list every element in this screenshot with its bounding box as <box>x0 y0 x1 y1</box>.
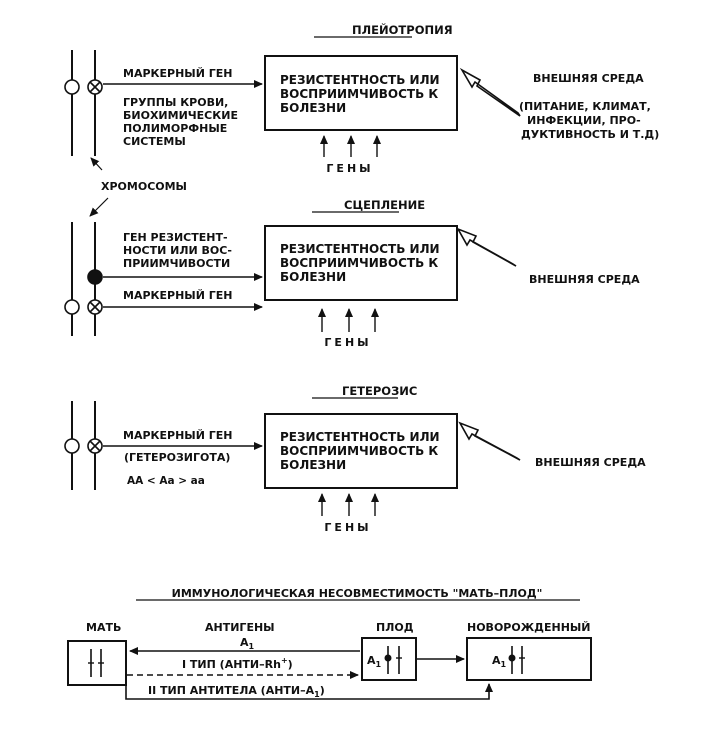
env-detail-2: ИНФЕКЦИИ, ПРО- <box>527 114 641 127</box>
environment-arrow-2 <box>456 227 517 267</box>
genes-label-2: ГЕНЫ <box>324 336 371 349</box>
heterosis-marker-label: МАРКЕРНЫЙ ГЕН <box>123 429 232 442</box>
immuno-title: ИММУНОЛОГИЧЕСКАЯ НЕСОВМЕСТИМОСТЬ "МАТЬ–П… <box>172 587 543 600</box>
box-text-line-3: БОЛЕЗНИ <box>280 101 346 115</box>
box-text-line-1: РЕЗИСТЕНТНОСТЬ ИЛИ <box>280 430 440 444</box>
section-linkage: СЦЕПЛЕНИЕ ГЕН РЕЗИСТЕНТ- НОСТИ ИЛИ ВОС- … <box>64 198 640 349</box>
section-immunological: ИММУНОЛОГИЧЕСКАЯ НЕСОВМЕСТИМОСТЬ "МАТЬ–П… <box>67 587 592 700</box>
newborn-box <box>466 637 592 681</box>
resistance-gene-label-1: ГЕН РЕЗИСТЕНТ- <box>123 231 228 244</box>
allele-circle-open <box>64 438 80 454</box>
box-text-line-2: ВОСПРИИМЧИВОСТЬ К <box>280 444 438 458</box>
marker-example-4: СИСТЕМЫ <box>123 135 186 148</box>
box-text-line-3: БОЛЕЗНИ <box>280 270 346 284</box>
environment-arrow-1 <box>459 67 521 117</box>
resistance-locus-icon <box>87 269 103 285</box>
heterozygote-label: (ГЕТЕРОЗИГОТА) <box>124 451 230 464</box>
box-text-line-2: ВОСПРИИМЧИВОСТЬ К <box>280 256 438 270</box>
pleiotropy-title: ПЛЕЙОТРОПИЯ <box>352 22 453 37</box>
fetus-a1-label: A1 <box>367 654 382 669</box>
newborn-label: НОВОРОЖДЕННЫЙ <box>467 621 591 634</box>
chromosomes-label: ХРОМОСОМЫ <box>101 180 187 193</box>
newborn-chromosomes-icon <box>508 646 525 674</box>
linkage-title: СЦЕПЛЕНИЕ <box>344 198 425 212</box>
box-text-line-1: РЕЗИСТЕНТНОСТЬ ИЛИ <box>280 242 440 256</box>
fetus-label: ПЛОД <box>376 621 414 634</box>
heterosis-formula: AA < Aa > aa <box>127 475 205 487</box>
linkage-disease-box <box>264 225 458 301</box>
resistance-gene-label-3: ПРИИМЧИВОСТИ <box>123 257 230 270</box>
box-text-line-1: РЕЗИСТЕНТНОСТЬ ИЛИ <box>280 73 440 87</box>
genes-label-1: ГЕНЫ <box>326 162 373 175</box>
marker-example-1: ГРУППЫ КРОВИ, <box>123 96 228 109</box>
antigens-label: АНТИГЕНЫ <box>205 621 275 634</box>
heterosis-environment-label: ВНЕШНЯЯ СРЕДА <box>535 456 646 469</box>
allele-circle-open <box>64 299 80 315</box>
genes-arrows-1 <box>320 135 381 157</box>
resistance-gene-label-2: НОСТИ ИЛИ ВОС- <box>123 244 232 257</box>
linkage-marker-label: МАРКЕРНЫЙ ГЕН <box>123 289 232 302</box>
mother-label: МАТЬ <box>86 621 121 634</box>
box-text-line-3: БОЛЕЗНИ <box>280 458 346 472</box>
chromosome-pair-1 <box>64 50 103 156</box>
fetus-chromosomes-icon <box>384 646 402 674</box>
pleiotropy-disease-box <box>264 55 458 131</box>
marker-example-3: ПОЛИМОРФНЫЕ <box>123 122 227 135</box>
heterosis-title: ГЕТЕРОЗИС <box>342 384 417 398</box>
section-heterosis: ГЕТЕРОЗИС МАРКЕРНЫЙ ГЕН (ГЕТЕРОЗИГОТА) A… <box>64 384 646 534</box>
chromosomes-annotation: ХРОМОСОМЫ <box>89 157 187 217</box>
antigen-a1-label: A1 <box>240 636 255 651</box>
type2-label: II ТИП АНТИТЕЛА (АНТИ–A1) <box>148 684 325 699</box>
mother-chromosomes-icon <box>88 649 104 677</box>
allele-circle-open <box>64 79 80 95</box>
linkage-environment-label: ВНЕШНЯЯ СРЕДА <box>529 273 640 286</box>
newborn-a1-label: A1 <box>492 654 507 669</box>
chromosome-pair-3 <box>64 401 103 490</box>
heterosis-disease-box <box>264 413 458 489</box>
type2-antibody-arrow <box>125 683 493 700</box>
pleiotropy-marker-label: МАРКЕРНЫЙ ГЕН <box>123 67 232 80</box>
genes-arrows-2 <box>318 308 379 332</box>
mother-box <box>67 640 127 686</box>
pleiotropy-environment-label: ВНЕШНЯЯ СРЕДА <box>533 72 644 85</box>
env-detail-1: (ПИТАНИЕ, КЛИМАТ, <box>519 100 651 113</box>
genes-label-3: ГЕНЫ <box>324 521 371 534</box>
env-detail-3: ДУКТИВНОСТЬ И Т.Д) <box>521 128 659 141</box>
box-text-line-2: ВОСПРИИМЧИВОСТЬ К <box>280 87 438 101</box>
environment-arrow-3 <box>458 421 521 461</box>
marker-example-2: БИОХИМИЧЕСКИЕ <box>123 109 238 122</box>
type1-label: I ТИП (АНТИ–Rh+) <box>182 656 293 671</box>
genes-arrows-3 <box>318 493 379 516</box>
section-pleiotropy: ПЛЕЙОТРОПИЯ МАРКЕРНЫЙ ГЕН ГРУППЫ КРОВИ, … <box>64 22 659 175</box>
chromosome-pair-2 <box>64 222 103 336</box>
